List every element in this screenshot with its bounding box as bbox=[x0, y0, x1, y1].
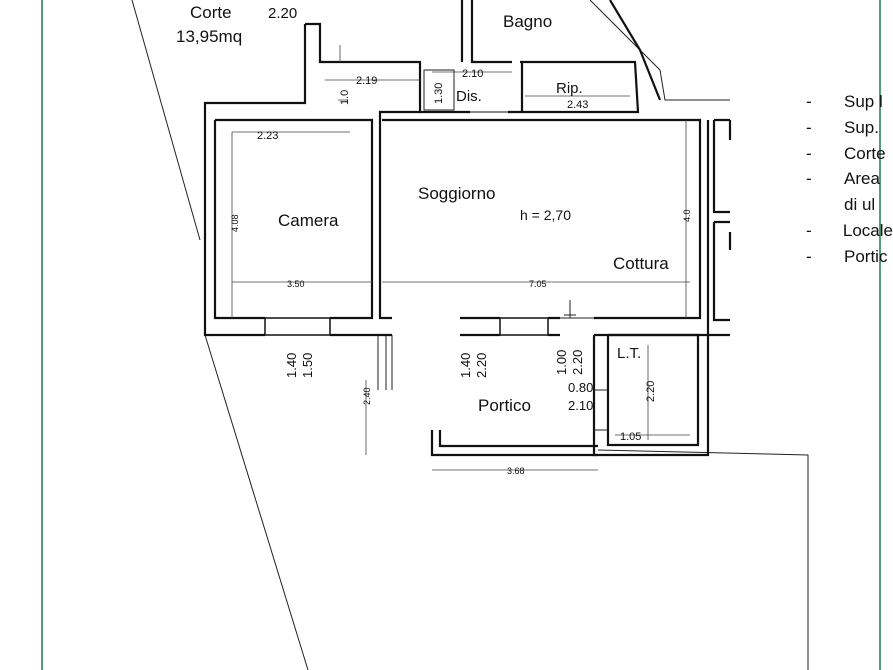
dim-line-camera-width bbox=[232, 131, 372, 283]
dim-1-00: 1.00 bbox=[554, 350, 569, 375]
dim-line-small bbox=[325, 45, 690, 471]
site-boundary-top bbox=[589, 0, 730, 101]
dim-2-20-lt: 2.20 bbox=[645, 381, 657, 402]
label-corte-area: 13,95mq bbox=[176, 27, 242, 46]
dim-2-10-dis: 2.10 bbox=[462, 68, 483, 80]
exterior-walls bbox=[203, 22, 422, 337]
dim-4-0: 4.0 bbox=[682, 209, 692, 222]
dim-3-50: 3.50 bbox=[287, 279, 305, 289]
legend-text: Area bbox=[844, 169, 880, 189]
label-soggiorno: Soggiorno bbox=[418, 184, 496, 203]
label-lt: L.T. bbox=[617, 345, 641, 362]
label-cottura: Cottura bbox=[613, 254, 669, 273]
legend-text: di ul bbox=[844, 195, 876, 215]
window-camera bbox=[264, 317, 331, 336]
label-portico: Portico bbox=[478, 396, 531, 415]
walls-right-block bbox=[712, 118, 732, 322]
dim-2-19: 2.19 bbox=[356, 75, 377, 87]
label-corte: Corte bbox=[190, 3, 232, 22]
dim-2-43: 2.43 bbox=[567, 99, 588, 111]
legend-item: -Sup l bbox=[800, 92, 893, 118]
legend-text: Sup l bbox=[844, 92, 883, 111]
label-dis: Dis. bbox=[456, 88, 482, 105]
dim-2-20-b: 2.20 bbox=[474, 353, 489, 378]
legend-text: Corte bbox=[844, 143, 886, 163]
label-height: h = 2,70 bbox=[520, 207, 571, 223]
legend-item: -Area bbox=[800, 169, 893, 195]
portico-floor bbox=[430, 430, 598, 457]
label-rip: Rip. bbox=[556, 80, 583, 97]
dim-2-40: 2.40 bbox=[362, 387, 372, 405]
dis-partition bbox=[423, 69, 455, 111]
legend-text: Sup. bbox=[844, 117, 879, 137]
dim-2-23: 2.23 bbox=[257, 130, 278, 142]
dim-2-20-top: 2.20 bbox=[268, 5, 297, 22]
legend-item: -Sup. bbox=[800, 118, 893, 144]
walls-lt bbox=[592, 333, 730, 457]
dim-1-0: 1.0 bbox=[339, 90, 351, 105]
dim-1-30: 1.30 bbox=[433, 83, 445, 104]
dim-7-05: 7.05 bbox=[529, 279, 547, 289]
door-soggiorno bbox=[560, 300, 594, 319]
legend-text: Portic bbox=[844, 246, 888, 266]
steps bbox=[377, 335, 393, 390]
legend-text: Locale bbox=[842, 220, 893, 240]
legend-item: -Locale bbox=[800, 221, 893, 247]
dim-0-80: 0.80 bbox=[568, 380, 593, 395]
legend-list: -Sup l -Sup. -Corte -Area di ul -Locale … bbox=[800, 92, 893, 273]
dim-4-08: 4.08 bbox=[230, 214, 240, 232]
dim-3-68: 3.68 bbox=[507, 466, 525, 476]
site-boundary-right bbox=[597, 449, 809, 670]
legend-item: -Corte bbox=[800, 144, 893, 170]
dim-2-20-c: 2.20 bbox=[570, 350, 585, 375]
label-camera: Camera bbox=[278, 211, 339, 230]
site-boundary-left bbox=[131, 0, 309, 670]
dim-1-05: 1.05 bbox=[620, 431, 641, 443]
door-lt bbox=[594, 389, 608, 431]
dim-2-10: 2.10 bbox=[568, 398, 593, 413]
dim-1-40-a: 1.40 bbox=[284, 353, 299, 378]
dim-1-40-b: 1.40 bbox=[458, 353, 473, 378]
label-bagno: Bagno bbox=[503, 12, 552, 31]
legend-item: di ul bbox=[800, 195, 893, 221]
window-soggiorno bbox=[499, 317, 549, 336]
legend-item: -Portic bbox=[800, 247, 893, 273]
dim-1-50: 1.50 bbox=[300, 353, 315, 378]
walls-bagno bbox=[460, 0, 662, 114]
